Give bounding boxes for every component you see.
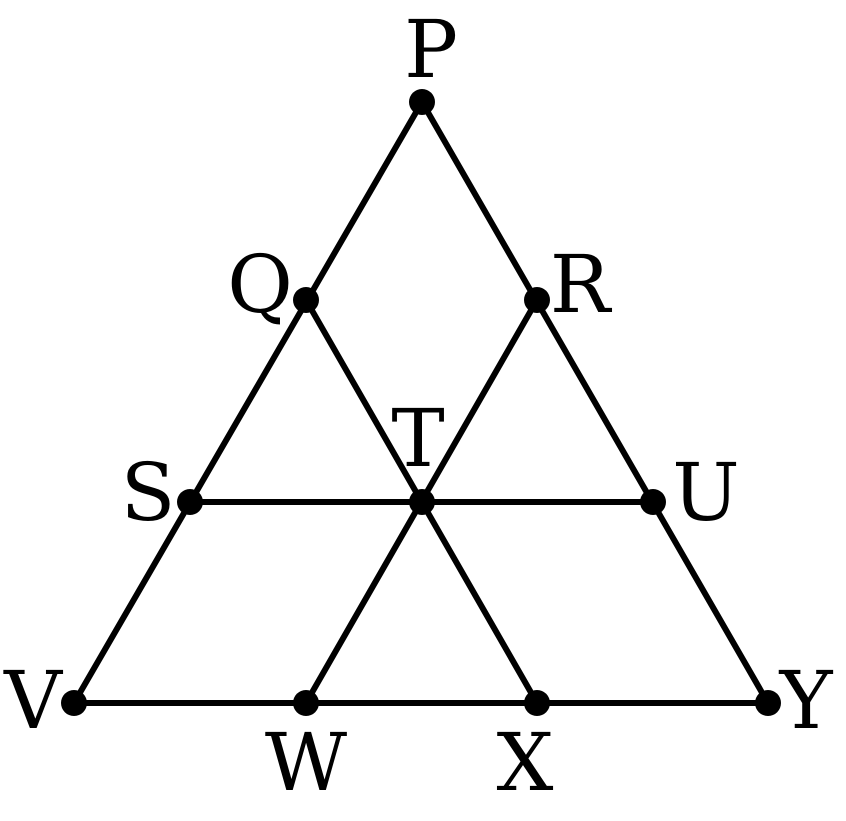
point-y-dot: [755, 690, 781, 716]
point-v-dot: [61, 690, 87, 716]
edge-p-v: [71, 99, 425, 706]
point-w-dot: [293, 690, 319, 716]
point-label-p: P: [404, 3, 458, 96]
point-label-q: Q: [227, 238, 293, 331]
point-label-u: U: [672, 446, 739, 539]
point-u-dot: [640, 489, 666, 515]
labels: P Q R S T U V W X Y: [3, 3, 833, 809]
point-s-dot: [177, 489, 203, 515]
point-p-dot: [409, 89, 435, 115]
point-label-s: S: [121, 446, 176, 539]
edge-p-y: [419, 99, 771, 706]
point-r-dot: [524, 287, 550, 313]
point-label-t: T: [391, 392, 444, 485]
point-t-dot: [409, 489, 435, 515]
point-label-w: W: [265, 716, 347, 809]
point-label-x: X: [497, 716, 554, 809]
point-label-v: V: [3, 654, 63, 747]
point-label-r: R: [550, 238, 613, 331]
point-label-y: Y: [779, 654, 834, 747]
point-q-dot: [293, 287, 319, 313]
vertices: [61, 89, 781, 716]
point-x-dot: [524, 690, 550, 716]
